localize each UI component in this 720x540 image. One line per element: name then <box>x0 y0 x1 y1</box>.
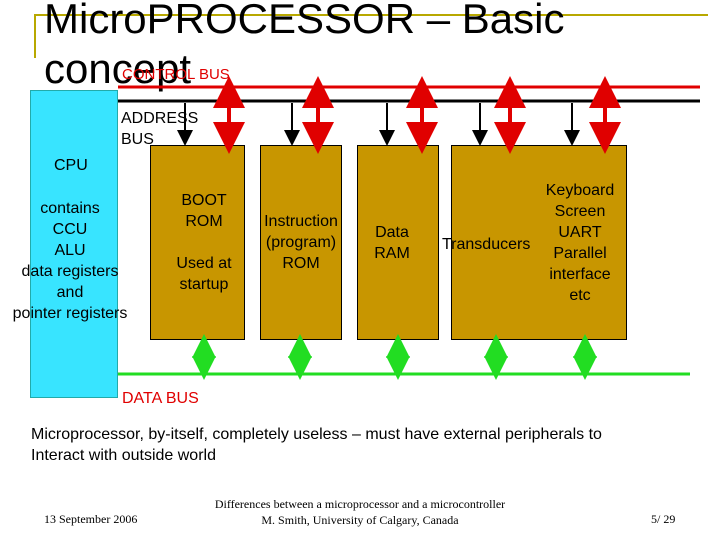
page-number: 5/ 29 <box>651 512 676 526</box>
data-bus-label: DATA BUS <box>122 390 199 407</box>
cpu-contents: contains CCU ALU data registers and poin… <box>12 200 128 322</box>
body-text-line2: Interact with outside world <box>31 447 216 464</box>
address-bus-label-2: BUS <box>121 131 154 148</box>
boot-rom-text: BOOT ROM Used at startup <box>176 192 232 293</box>
title-rule-vertical <box>34 14 36 58</box>
instruction-rom-block <box>260 145 342 340</box>
data-ram-text: Data RAM <box>374 224 410 262</box>
boot-rom-block <box>150 145 245 340</box>
body-text-line1: Microprocessor, by-itself, completely us… <box>31 426 602 443</box>
data-ram-block <box>357 145 439 340</box>
address-bus-label-1: ADDRESS <box>121 110 199 127</box>
footer-center: Differences between a microprocessor and… <box>214 497 506 527</box>
cpu-label: CPU <box>54 157 88 174</box>
cpu-block <box>30 90 118 398</box>
slide-title-line2: concept <box>44 45 192 92</box>
slide-title: MicroPROCESSOR – Basic <box>44 0 565 42</box>
footer-date: 13 September 2006 <box>44 512 138 526</box>
transducers-label: Transducers <box>442 236 531 253</box>
peripherals-list: Keyboard Screen UART Parallel interface … <box>545 182 615 304</box>
control-bus-label: CONTROL BUS <box>122 66 230 83</box>
peripherals-block <box>451 145 627 340</box>
instruction-rom-text: Instruction (program) ROM <box>264 213 338 272</box>
title-rule-horizontal <box>36 14 708 16</box>
